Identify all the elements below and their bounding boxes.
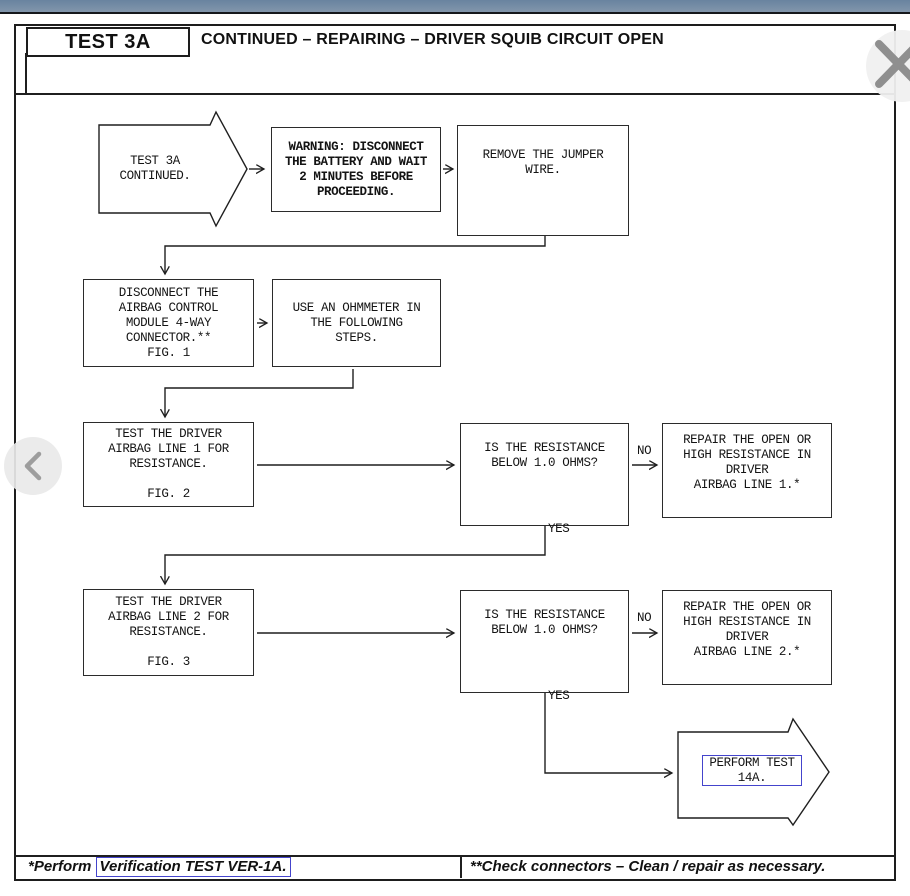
repair-line2-box: REPAIR THE OPEN OR HIGH RESISTANCE IN DR… bbox=[662, 590, 832, 685]
test-id-box: TEST 3A bbox=[26, 27, 190, 57]
warning-box: WARNING: DISCONNECT THE BATTERY AND WAIT… bbox=[271, 127, 441, 212]
header-box-edge-line bbox=[25, 53, 27, 93]
perform-test-link[interactable]: PERFORM TEST 14A. bbox=[702, 755, 802, 786]
remove-jumper-box: REMOVE THE JUMPER WIRE. bbox=[457, 125, 629, 236]
footnote-left-prefix: *Perform bbox=[28, 858, 96, 875]
footnote-divider bbox=[460, 855, 462, 878]
chevron-left-icon bbox=[24, 451, 42, 481]
browser-topbar bbox=[0, 0, 910, 12]
previous-image-button[interactable] bbox=[4, 437, 62, 495]
yes-label-1: YES bbox=[548, 522, 570, 536]
yes-label-2: YES bbox=[548, 689, 570, 703]
decision1-box: IS THE RESISTANCE BELOW 1.0 OHMS? bbox=[460, 423, 629, 526]
header-separator bbox=[14, 93, 896, 95]
start-node-label: TEST 3A CONTINUED. bbox=[119, 154, 191, 183]
use-ohmmeter-box: USE AN OHMMETER IN THE FOLLOWING STEPS. bbox=[272, 279, 441, 367]
no-label-2: NO bbox=[637, 611, 652, 625]
verification-test-link[interactable]: Verification TEST VER-1A. bbox=[95, 857, 291, 877]
footnote-left: *Perform Verification TEST VER-1A. bbox=[28, 857, 291, 877]
footnote-right: **Check connectors – Clean / repair as n… bbox=[470, 858, 826, 875]
close-icon bbox=[875, 40, 910, 88]
test-line2-box: TEST THE DRIVER AIRBAG LINE 2 FOR RESIST… bbox=[83, 589, 254, 676]
close-button[interactable] bbox=[866, 30, 910, 102]
repair-line1-box: REPAIR THE OPEN OR HIGH RESISTANCE IN DR… bbox=[662, 423, 832, 518]
footnote-separator bbox=[14, 855, 896, 857]
decision2-box: IS THE RESISTANCE BELOW 1.0 OHMS? bbox=[460, 590, 629, 693]
test-id-label: TEST 3A bbox=[65, 30, 151, 53]
no-label-1: NO bbox=[637, 444, 652, 458]
page-title: CONTINUED – REPAIRING – DRIVER SQUIB CIR… bbox=[201, 31, 664, 48]
test-line1-box: TEST THE DRIVER AIRBAG LINE 1 FOR RESIST… bbox=[83, 422, 254, 507]
topbar-divider bbox=[0, 12, 910, 14]
disconnect-module-box: DISCONNECT THE AIRBAG CONTROL MODULE 4-W… bbox=[83, 279, 254, 367]
